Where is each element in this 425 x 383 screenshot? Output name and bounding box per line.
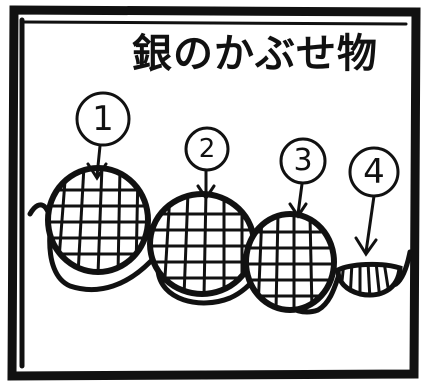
arrow-4 (354, 194, 378, 257)
number-label-1: 1 (92, 99, 114, 139)
silver-crown-3 (243, 211, 337, 313)
number-circle-1 (75, 91, 131, 147)
number-label-4: 4 (363, 152, 385, 192)
panel-border (7, 5, 421, 381)
arrow-2 (196, 168, 216, 201)
silver-crown-4 (335, 261, 403, 298)
number-label-2: 2 (198, 134, 216, 164)
page-title: 銀のかぶせ物 (132, 31, 378, 77)
silver-crown-1 (45, 165, 151, 275)
silver-crown-2 (147, 191, 257, 297)
number-label-3: 3 (293, 143, 313, 178)
arrow-1 (86, 144, 108, 181)
arrow-3 (288, 182, 308, 219)
